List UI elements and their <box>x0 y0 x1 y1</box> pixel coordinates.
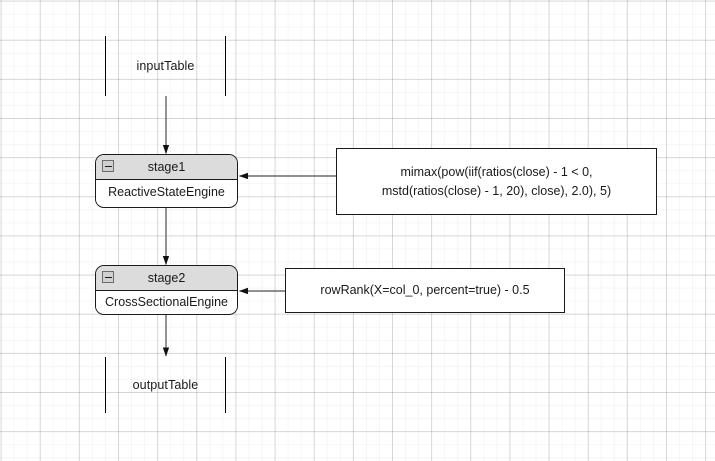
node-stage2-title: stage2 <box>147 270 186 285</box>
expression-text-stage1: mimax(pow(iif(ratios(close) - 1 < 0, mst… <box>381 165 612 198</box>
node-stage2-engine: CrossSectionalEngine <box>105 294 228 309</box>
terminal-bar-right <box>225 357 226 413</box>
terminal-output-table[interactable]: outputTable <box>105 357 226 413</box>
minus-square-icon[interactable] <box>102 271 114 283</box>
terminal-bar-left <box>105 357 106 413</box>
node-stage1-engine: ReactiveStateEngine <box>108 185 225 200</box>
input-table-label: inputTable <box>136 59 195 73</box>
terminal-bar-left <box>105 36 106 96</box>
node-stage2-body[interactable]: CrossSectionalEngine <box>96 291 237 313</box>
terminal-input-table[interactable]: inputTable <box>105 36 226 96</box>
expression-box-stage1[interactable]: mimax(pow(iif(ratios(close) - 1 < 0, mst… <box>336 148 657 215</box>
node-stage2[interactable]: stage2 CrossSectionalEngine <box>95 265 238 315</box>
minus-glyph <box>104 276 112 278</box>
terminal-bar-right <box>225 36 226 96</box>
node-stage1-title: stage1 <box>147 159 186 174</box>
minus-glyph <box>104 165 112 167</box>
output-table-label: outputTable <box>132 378 199 392</box>
expression-text-stage2: rowRank(X=col_0, percent=true) - 0.5 <box>320 283 530 298</box>
expression-box-stage2[interactable]: rowRank(X=col_0, percent=true) - 0.5 <box>285 268 565 313</box>
node-stage1-body[interactable]: ReactiveStateEngine <box>96 180 237 205</box>
minus-square-icon[interactable] <box>102 160 114 172</box>
node-stage1[interactable]: stage1 ReactiveStateEngine <box>95 154 238 208</box>
node-stage2-header[interactable]: stage2 <box>96 266 237 291</box>
node-stage1-header[interactable]: stage1 <box>96 155 237 180</box>
